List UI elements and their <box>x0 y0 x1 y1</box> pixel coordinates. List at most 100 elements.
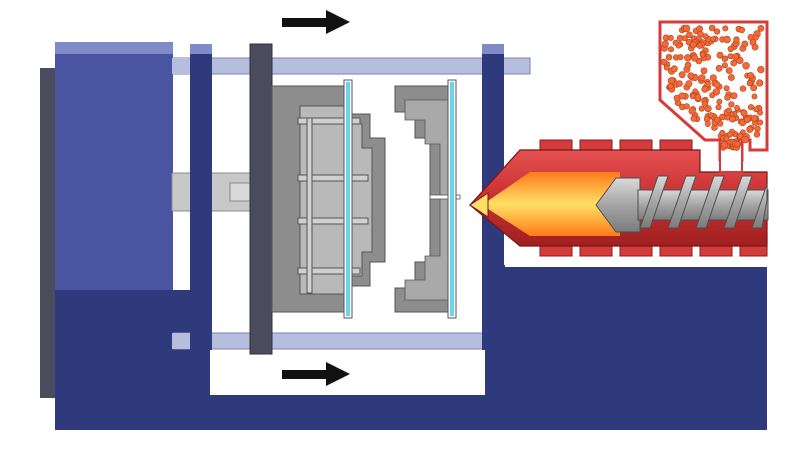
plastic-pellet <box>663 64 670 71</box>
plastic-pellet <box>723 135 730 142</box>
heater-band <box>539 245 573 257</box>
tie-bar-top <box>169 57 531 75</box>
plastic-pellet <box>714 116 721 123</box>
heater-band <box>539 139 573 151</box>
plastic-pellet <box>704 121 711 128</box>
moving-platen <box>249 43 273 355</box>
nozzle-tip <box>469 192 489 218</box>
plastic-pellet <box>686 31 693 39</box>
plastic-pellet <box>684 54 692 62</box>
plastic-pellet <box>719 129 726 136</box>
plastic-pellet <box>751 93 758 100</box>
plastic-pellet <box>676 80 683 87</box>
plastic-pellet <box>699 51 706 58</box>
plastic-pellet <box>671 65 678 73</box>
plastic-pellet <box>713 81 721 88</box>
screw-flight <box>695 175 725 229</box>
tie-bar-bottom <box>169 332 486 350</box>
plastic-pellet <box>721 55 729 62</box>
plastic-pellet <box>738 26 745 34</box>
arrow-bottom <box>282 362 350 386</box>
melt-channel <box>482 172 620 236</box>
plastic-pellet <box>678 92 686 100</box>
clamp-housing <box>55 42 173 292</box>
arrow-bottom-shaft <box>282 370 328 379</box>
plastic-pellet <box>683 103 690 110</box>
plastic-pellet <box>726 131 734 138</box>
plastic-pellet <box>715 104 722 111</box>
plastic-pellet <box>757 65 765 74</box>
arrow-top <box>282 10 350 34</box>
plastic-pellet <box>723 85 730 92</box>
cavity-strip-left <box>346 82 350 316</box>
plastic-pellet <box>725 67 733 74</box>
plastic-pellet <box>700 67 708 75</box>
heater-band <box>619 139 653 151</box>
screw-flights <box>639 175 768 229</box>
plastic-pellet <box>757 109 763 116</box>
plastic-pellet <box>698 105 705 112</box>
plastic-pellet <box>730 59 738 67</box>
plastic-pellet <box>747 72 755 80</box>
plastic-pellet <box>722 25 729 32</box>
plastic-pellet <box>726 107 732 114</box>
plastic-pellet <box>678 71 686 79</box>
plastic-pellet <box>710 36 716 42</box>
plastic-pellet <box>742 62 750 70</box>
guide-plate-top <box>190 44 212 54</box>
ejector-pin <box>297 117 361 125</box>
plastic-pellet <box>721 62 728 69</box>
plastic-pellet <box>707 112 714 118</box>
screw-flight <box>667 175 697 229</box>
plastic-pellet <box>751 114 759 122</box>
plastic-pellet <box>698 74 706 82</box>
screw-flight <box>723 175 753 229</box>
clamp-housing-lower <box>55 290 173 430</box>
tie-bar-segment-left-bottom <box>172 333 190 349</box>
plastic-pellet <box>682 24 691 33</box>
plastic-pellet <box>685 80 693 88</box>
plastic-pellet <box>727 45 734 53</box>
heater-bands-top <box>539 139 693 151</box>
plastic-pellet <box>701 85 709 93</box>
plastic-pellet <box>728 74 735 81</box>
ejector-pin <box>297 174 369 182</box>
plastic-pellet <box>740 109 748 117</box>
plastic-pellet <box>689 93 696 100</box>
plastic-pellet <box>713 28 721 35</box>
plastic-pellet <box>739 85 747 92</box>
guide-plate <box>190 44 212 350</box>
plastic-pellet <box>753 106 760 113</box>
plastic-pellet <box>750 84 758 92</box>
plastic-pellet <box>733 36 740 43</box>
plastic-pellet <box>716 98 723 105</box>
plastic-pellet <box>747 104 755 111</box>
heater-band <box>699 245 733 257</box>
plastic-pellet <box>723 35 731 44</box>
plastic-pellet <box>661 40 669 48</box>
plastic-pellet <box>757 119 764 126</box>
plastic-pellet <box>696 42 703 49</box>
ejector-pin <box>297 217 369 225</box>
plastic-pellet <box>734 141 741 148</box>
mold-cavity-inner <box>404 99 449 301</box>
plastic-pellet <box>712 88 720 96</box>
clamp-cylinder <box>40 42 173 430</box>
plastic-pellet <box>667 83 674 90</box>
ejector-pin <box>297 267 361 275</box>
injection-unit-support <box>495 265 767 290</box>
cavity-strip-right <box>450 82 454 316</box>
plastic-pellets <box>660 24 765 151</box>
plastic-pellet <box>728 115 736 123</box>
plastic-pellet <box>701 100 709 107</box>
plastic-pellet <box>730 92 738 100</box>
plastic-pellet <box>688 107 696 115</box>
plastic-pellet <box>743 116 751 124</box>
hopper <box>658 20 769 173</box>
arrow-top-head <box>326 10 350 34</box>
plastic-pellet <box>741 40 749 48</box>
screw-flight <box>639 175 669 229</box>
plastic-pellet <box>732 53 739 61</box>
plastic-pellet <box>741 135 749 144</box>
plastic-pellet <box>724 94 731 101</box>
